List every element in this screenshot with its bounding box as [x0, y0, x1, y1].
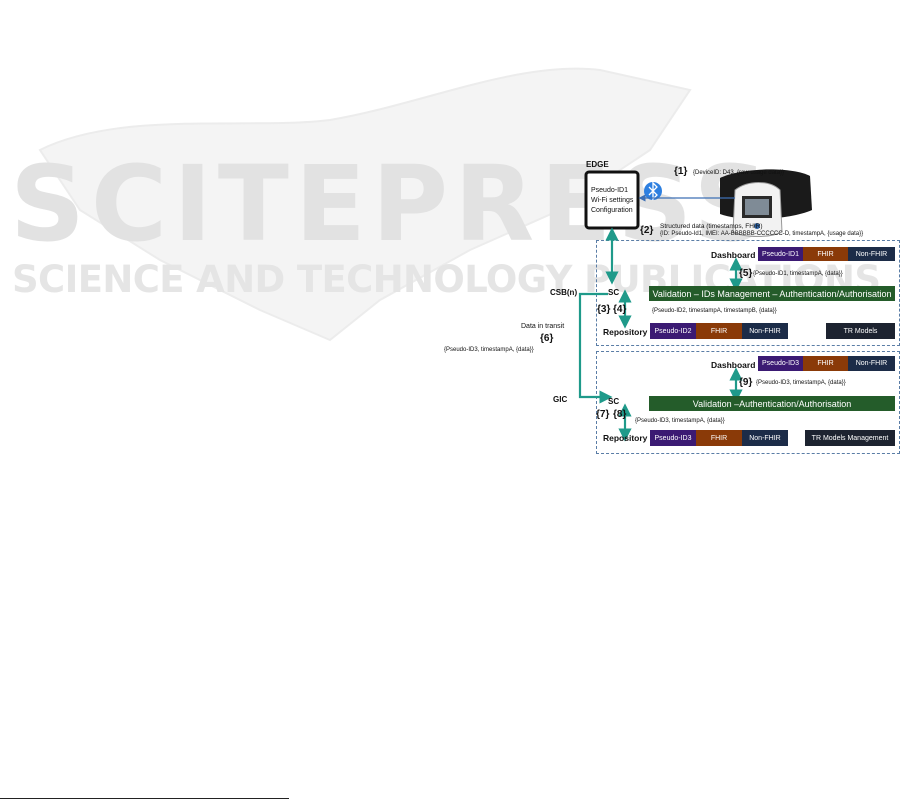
footnote-rule — [0, 798, 289, 799]
gic-region — [596, 351, 900, 454]
step-9-text: {Pseudo-ID3, timestampA, {data}} — [756, 380, 846, 386]
gic-repository-non-fhir: Non-FHIR — [742, 430, 788, 446]
step-4-label: {4} — [613, 304, 627, 315]
step-34-text: {Pseudo-ID2, timestampA, timestampB, {da… — [652, 308, 777, 314]
edge-device-line-3: Configuration — [591, 207, 633, 214]
gic-dashboard-pseudo-id: Pseudo-ID3 — [758, 356, 803, 371]
step-1-text: {DeviceID: D43, {raw usage data}} — [693, 170, 785, 176]
step-9-label: {9} — [739, 377, 753, 388]
step-8-label: {8} — [613, 409, 627, 420]
csb-repository-pseudo-id: Pseudo-ID2 — [650, 323, 696, 339]
step-2-title: Structured data (timestamps, FHIR) — [660, 223, 763, 230]
blood-pressure-monitor-icon — [720, 169, 812, 237]
edge-device-line-2: Wi-Fi settings — [591, 197, 634, 204]
step-5-text: {Pseudo-ID1, timestampA, {data}} — [753, 271, 843, 277]
step-3-label: {3} — [597, 304, 611, 315]
gic-repository-pseudo-id: Pseudo-ID3 — [650, 430, 696, 446]
step-1-label: {1} — [674, 166, 688, 177]
step-7-label: {7} — [596, 409, 610, 420]
edge-title: EDGE — [586, 160, 609, 169]
step-2-label: {2} — [640, 225, 654, 236]
data-in-transit-label: Data in transit — [521, 323, 565, 330]
gic-validation-bar: Validation –Authentication/Authorisation — [649, 396, 895, 411]
gic-sc-label: SC — [608, 397, 620, 406]
csb-repository-fhir: FHIR — [696, 323, 742, 339]
bluetooth-icon — [644, 181, 662, 201]
step-6-text: {Pseudo-ID3, timestampA, {data}} — [444, 347, 534, 353]
gic-tr-models-management: TR Models Management — [805, 430, 895, 446]
watermark-title: SCITEPRESS — [10, 143, 774, 265]
csb-sc-label: SC — [608, 288, 620, 297]
csb-repository-label: Repository — [603, 327, 648, 337]
watermark-shape — [38, 67, 692, 342]
gic-repository-label: Repository — [603, 433, 648, 443]
csb-tr-models: TR Models — [826, 323, 895, 339]
csb-dashboard-fhir: FHIR — [803, 247, 848, 261]
csb-validation-bar: Validation – IDs Management – Authentica… — [649, 286, 895, 301]
gic-dashboard-label: Dashboard — [711, 360, 756, 370]
csb-dashboard-non-fhir: Non-FHIR — [848, 247, 895, 261]
gic-dashboard-fhir: FHIR — [803, 356, 848, 371]
step-5-label: {5} — [739, 268, 753, 279]
step-6-label: {6} — [540, 333, 554, 344]
csb-dashboard-label: Dashboard — [711, 250, 756, 260]
gic-dashboard-non-fhir: Non-FHIR — [848, 356, 895, 371]
step-2-text: {ID: Pseudo-Id1, IMEI: AA-BBBBBB-CCCCCC-… — [660, 231, 864, 237]
gic-label: GIC — [553, 395, 568, 404]
step-78-text: {Pseudo-ID3, timestampA, {data}} — [635, 418, 725, 424]
csb-repository-non-fhir: Non-FHIR — [742, 323, 788, 339]
csb-gic-transit-arrow — [578, 292, 613, 404]
csb-label: CSB(n) — [550, 288, 578, 297]
gic-repository-fhir: FHIR — [696, 430, 742, 446]
edge-device-line-1: Pseudo-ID1 — [591, 187, 628, 194]
csb-dashboard-pseudo-id: Pseudo-ID1 — [758, 247, 803, 261]
